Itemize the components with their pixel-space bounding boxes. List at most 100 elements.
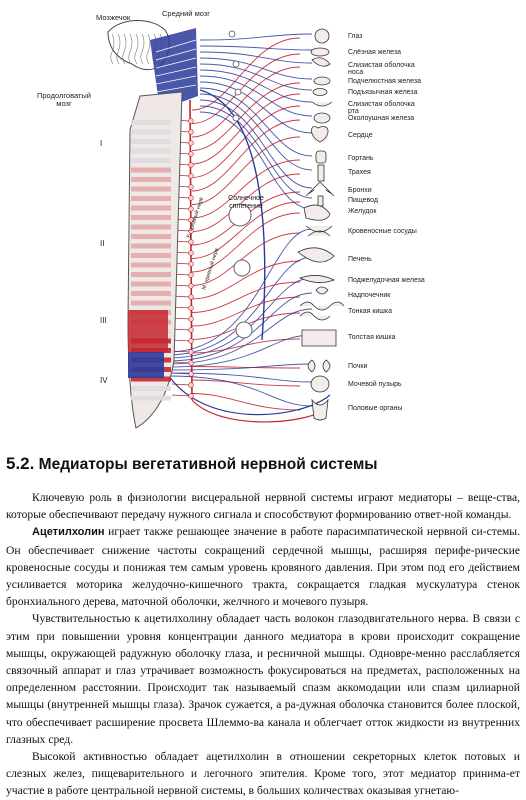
chain-ganglion [188, 151, 194, 157]
chain-ganglion [188, 360, 194, 366]
parasympathetic-fiber [199, 81, 313, 134]
roman-label-3: III [100, 316, 107, 325]
parasympathetic-fiber [167, 277, 313, 359]
organ-icon-16 [298, 275, 336, 283]
sympathetic-fiber [191, 296, 301, 327]
vertebra-segment [131, 386, 171, 391]
organ-icon-13 [303, 204, 331, 221]
chain-ganglion [188, 393, 194, 399]
vertebra-segment [131, 234, 171, 239]
sympathetic-fiber [191, 37, 301, 111]
vertebra-segment [131, 186, 171, 192]
vertebra-segment [131, 272, 171, 277]
body-text: Ключевую роль в физиологии висцеральной … [6, 489, 520, 800]
organ-icon-11 [305, 181, 335, 197]
organ-icons [297, 28, 345, 421]
sympathetic-fiber [191, 201, 301, 259]
paragraph-1: Ключевую роль в физиологии висцеральной … [6, 491, 520, 522]
organ-label-15: Печень [348, 256, 372, 263]
paragraph-3: Чувствительностью к ацетилхолину обладае… [6, 612, 520, 746]
organ-icon-7 [313, 112, 331, 124]
sympathetic-fiber [191, 366, 301, 369]
prevertebral-ganglion [235, 321, 253, 339]
vertebra-segment [131, 177, 171, 182]
chain-ganglion [188, 239, 194, 245]
chain-ganglion [188, 261, 194, 267]
organ-label-5: Подъязычная железа [348, 89, 418, 96]
parasympathetic-fiber [167, 334, 313, 368]
vertebra-segment [131, 291, 171, 296]
cerebellum-fold [146, 33, 151, 65]
organ-icon-2 [310, 47, 330, 57]
vertebra-segment [131, 196, 171, 201]
paragraph-4: Высокой активностью обладает ацетилхолин… [6, 750, 520, 798]
midbrain-nuclei [150, 28, 198, 110]
chain-ganglion [188, 173, 194, 179]
sympathetic-fiber [191, 159, 301, 219]
chain-ganglion [188, 250, 194, 256]
label-cerebellum: Мозжечок [96, 13, 131, 22]
vagus-nerve [199, 89, 266, 341]
vertebra-segment [131, 129, 171, 135]
sympathetic-fiber [191, 281, 301, 313]
organ-label-16: Поджелудочная железа [348, 277, 425, 284]
parasympathetic-fiber [167, 228, 313, 353]
nuclei-stripe [155, 39, 197, 53]
vertebra-segment [131, 148, 171, 154]
organ-icon-8 [311, 126, 329, 143]
organ-icon-9 [315, 150, 327, 164]
cranial-ganglion [232, 114, 240, 122]
sympathetic-fiber [191, 338, 301, 354]
sympathetic-fiber [191, 260, 301, 300]
chain-ganglion [188, 316, 194, 322]
sacral-blue-block [128, 352, 164, 378]
parasympathetic-fiber [167, 256, 313, 356]
chain-ganglion [188, 283, 194, 289]
organ-icon-18 [299, 301, 345, 321]
organ-icon-19 [301, 329, 337, 347]
pelvic-sympathetic [191, 399, 326, 423]
vertebra-segment [131, 139, 171, 144]
organ-label-8: Сердце [348, 132, 373, 139]
cerebellum-fold [128, 33, 133, 65]
vertebra-segment [131, 376, 171, 382]
vertebra-segment [131, 120, 171, 125]
organ-label-10: Трахея [348, 169, 371, 176]
vertebra-segment [131, 300, 171, 306]
organ-icon-5 [312, 88, 328, 96]
parasympathetic-fiber [199, 45, 313, 51]
organ-label-11: Бронхи [348, 187, 372, 194]
prevertebral-ganglion [233, 259, 251, 277]
cerebellum-fold [110, 33, 115, 65]
organ-icon-20 [307, 359, 331, 373]
vertebra-segment [131, 243, 171, 249]
cerebellum-fold [116, 33, 121, 65]
organ-icon-4 [313, 76, 331, 86]
parasympathetic-fiber [199, 111, 313, 210]
cerebellum-fold [134, 33, 139, 65]
vertebra-segment [131, 167, 171, 173]
term-acetylcholine: Ацетилхолин [32, 526, 105, 539]
vertebra-segment [131, 395, 171, 401]
section-number: 5.2. [6, 454, 35, 473]
sympathetic-fiber [191, 173, 301, 232]
parasympathetic-fiber [199, 33, 313, 41]
organ-label-18: Тонкая кишка [348, 308, 392, 315]
chain-ganglion [188, 371, 194, 377]
sympathetic-fiber [191, 136, 301, 205]
organ-label-4: Подчелюстная железа [348, 78, 421, 85]
sympathetic-fiber [191, 379, 301, 387]
organ-label-1: Глаз [348, 33, 363, 40]
chain-ganglion [188, 294, 194, 300]
organ-icon-21 [310, 375, 330, 393]
chain-ganglion [188, 195, 194, 201]
vertebra-segment [131, 205, 171, 211]
vertebra-segment [131, 215, 171, 220]
organ-icon-14 [305, 225, 333, 237]
chain-ganglion [188, 338, 194, 344]
roman-label-4: IV [100, 376, 108, 385]
